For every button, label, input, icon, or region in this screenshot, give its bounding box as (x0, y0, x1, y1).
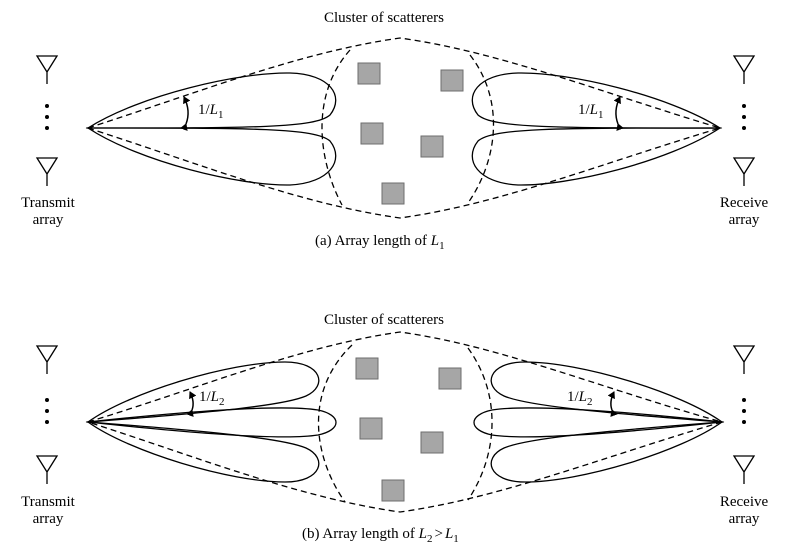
rx-beam-upper (471, 72, 723, 129)
caption-sub: 1 (439, 240, 445, 252)
rx-label-line2: array (728, 511, 760, 527)
caption-prefix: (b) Array length of (302, 526, 419, 542)
angle-var: L (578, 389, 588, 405)
tx-label-line1: Transmit (21, 494, 75, 510)
tx-beam-upper (85, 72, 337, 129)
tx-label-line2: array (32, 511, 64, 527)
cluster-title-b: Cluster of scatterers (324, 312, 444, 328)
caption-sub2: 1 (453, 533, 459, 545)
tx-label-line1: Transmit (21, 195, 75, 211)
angle-num: 1/ (578, 102, 590, 118)
tx-ellipsis-dots (45, 104, 49, 130)
rx-antenna-bottom (732, 157, 756, 186)
cluster-envelope (85, 331, 725, 513)
tx-label-b: Transmit array (10, 494, 86, 528)
tx-beam-lower (85, 127, 337, 186)
panel-a (35, 37, 756, 219)
tx-label-line2: array (32, 212, 64, 228)
scatterer (360, 122, 384, 145)
tx-label-a: Transmit array (10, 195, 86, 229)
caption-prefix: (a) Array length of (315, 233, 431, 249)
scatterer (420, 431, 444, 454)
scatterers (357, 62, 464, 205)
angle-var: L (589, 102, 599, 118)
tx-antenna-top (35, 55, 59, 84)
cluster-title-a: Cluster of scatterers (324, 10, 444, 26)
scatterer (420, 135, 444, 158)
rx-angle-arc (613, 96, 624, 132)
scatterer (381, 479, 405, 502)
scatterer (440, 69, 464, 92)
angle-sub: 1 (218, 109, 224, 121)
scatterers (355, 357, 462, 502)
angle-var: L (210, 389, 220, 405)
scatterer (357, 62, 381, 85)
tx-beam-lower (85, 421, 320, 483)
rx-beam-middle (473, 407, 723, 438)
scatterer (438, 367, 462, 390)
rx-label-line1: Receive (719, 494, 769, 510)
caption-op: > (434, 526, 443, 542)
angle-num: 1/ (199, 389, 211, 405)
rx-antenna-top (732, 55, 756, 84)
rx-beam-lower (471, 127, 723, 186)
rx-ellipsis-dots (742, 398, 746, 424)
tx-angle-arc (180, 96, 191, 132)
tx-antenna-top (35, 345, 59, 374)
caption-sub1: 2 (426, 533, 433, 545)
tx-angle-label-b: 1/L2 (199, 389, 225, 411)
angle-sub: 2 (587, 396, 593, 408)
rx-antenna-bottom (732, 455, 756, 484)
angle-num: 1/ (567, 389, 579, 405)
rx-label-a: Receive array (706, 195, 782, 229)
tx-cluster-boundary (317, 344, 353, 503)
scatterer (355, 357, 379, 380)
rx-label-line2: array (728, 212, 760, 228)
rx-cluster-boundary (467, 347, 493, 501)
tx-angle-label-a: 1/L1 (198, 102, 224, 124)
scatterer (381, 182, 405, 205)
angle-sub: 2 (219, 396, 225, 408)
tx-antenna-bottom (35, 455, 59, 484)
caption-var: L (430, 233, 440, 249)
tx-ellipsis-dots (45, 398, 49, 424)
rx-label-b: Receive array (706, 494, 782, 528)
rx-ellipsis-dots (742, 104, 746, 130)
tx-beam-middle (87, 407, 337, 438)
rx-beam-upper (490, 361, 725, 423)
angle-var: L (209, 102, 219, 118)
tx-cluster-boundary (321, 49, 351, 206)
rx-angle-label-a: 1/L1 (578, 102, 604, 124)
panel-b (35, 331, 756, 513)
caption-var1: L (418, 526, 427, 542)
tx-antenna-bottom (35, 157, 59, 186)
caption-b: (b) Array length of L2>L1 (302, 526, 459, 548)
caption-a: (a) Array length of L1 (315, 233, 445, 255)
rx-cluster-boundary (467, 54, 495, 204)
caption-var2: L (444, 526, 454, 542)
rx-beam-lower (490, 421, 725, 483)
angle-num: 1/ (198, 102, 210, 118)
angle-sub: 1 (598, 109, 604, 121)
scatterer (359, 417, 383, 440)
rx-angle-arc (607, 391, 618, 418)
rx-label-line1: Receive (719, 195, 769, 211)
rx-antenna-top (732, 345, 756, 374)
tx-angle-arc (186, 391, 197, 418)
rx-angle-label-b: 1/L2 (567, 389, 593, 411)
